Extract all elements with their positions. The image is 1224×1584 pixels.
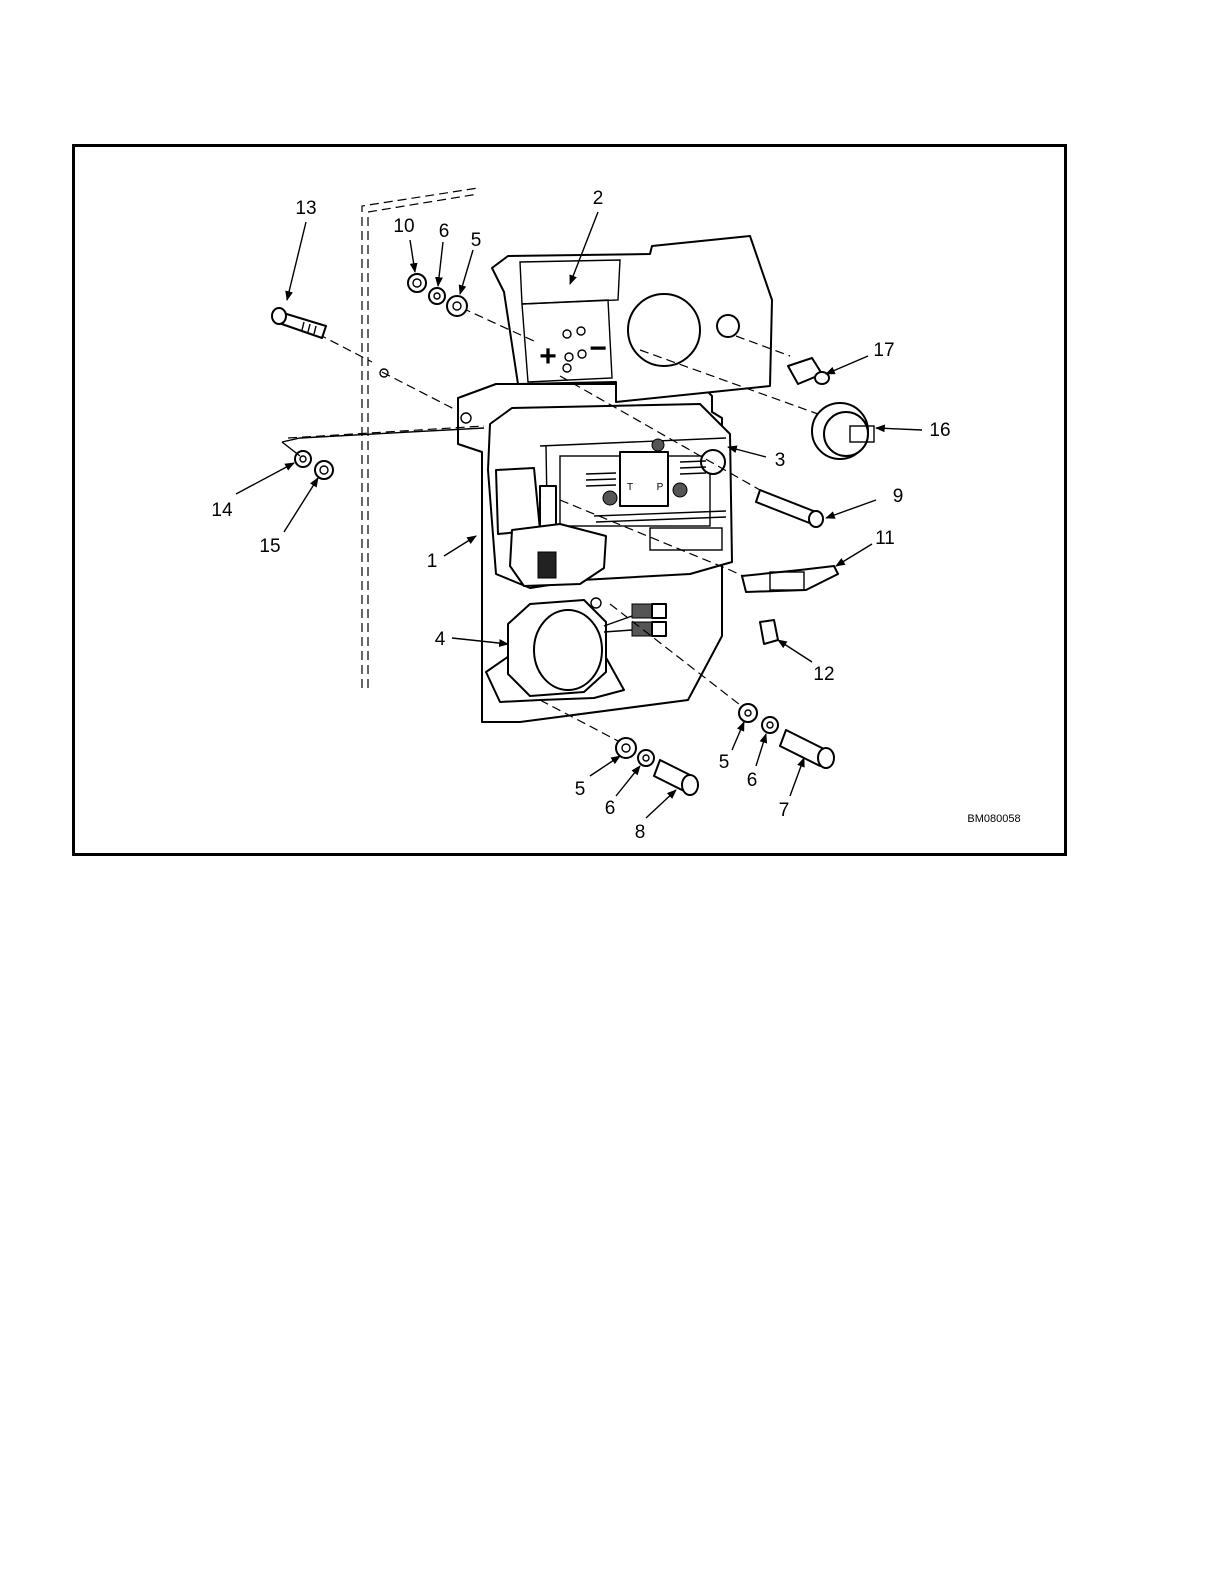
callout-12: 12 xyxy=(813,664,834,685)
bolt-13 xyxy=(272,308,326,338)
lock-washer-6-upper xyxy=(429,288,445,304)
callout-5-upper: 5 xyxy=(471,230,482,251)
callout-1: 1 xyxy=(427,551,438,572)
callout-8: 8 xyxy=(635,822,646,843)
callout-9: 9 xyxy=(893,486,904,507)
nut-10 xyxy=(408,274,426,292)
lock-washer-6-left xyxy=(638,750,654,766)
callout-6-right: 6 xyxy=(747,770,758,791)
callout-10: 10 xyxy=(393,216,414,237)
flat-washer-5-right xyxy=(739,704,757,722)
connector-17 xyxy=(788,358,829,384)
minus-symbol: − xyxy=(589,332,607,365)
p-marking: P xyxy=(657,482,664,493)
callout-17: 17 xyxy=(873,340,894,361)
t-marking: T xyxy=(627,482,633,493)
callout-5-left: 5 xyxy=(575,779,586,800)
callout-6-upper: 6 xyxy=(439,221,450,242)
callout-14: 14 xyxy=(211,500,233,521)
callout-13: 13 xyxy=(295,198,316,219)
callout-5-right: 5 xyxy=(719,752,730,773)
fuse-11 xyxy=(742,566,838,592)
bolt-7 xyxy=(780,730,834,768)
callout-16: 16 xyxy=(929,420,950,441)
flat-washer-5-left xyxy=(616,738,636,758)
gauge-16 xyxy=(812,403,874,459)
callout-3: 3 xyxy=(775,450,786,471)
nut-15 xyxy=(315,461,333,479)
plus-symbol: + xyxy=(539,340,557,373)
callout-7: 7 xyxy=(779,800,790,821)
callout-11: 11 xyxy=(875,528,895,549)
figure-id: BM080058 xyxy=(967,813,1020,825)
lock-washer-6-right xyxy=(762,717,778,733)
callout-15: 15 xyxy=(259,536,280,557)
terminal-cover: + − xyxy=(492,236,772,402)
flat-washer-5-upper xyxy=(447,296,467,316)
bolt-8 xyxy=(654,760,698,795)
bolt-9 xyxy=(756,490,823,527)
clip-12 xyxy=(760,620,778,644)
callout-2: 2 xyxy=(593,188,604,209)
callout-4: 4 xyxy=(435,629,446,650)
controller-unit: T P xyxy=(488,404,732,588)
callout-6-left: 6 xyxy=(605,798,616,819)
